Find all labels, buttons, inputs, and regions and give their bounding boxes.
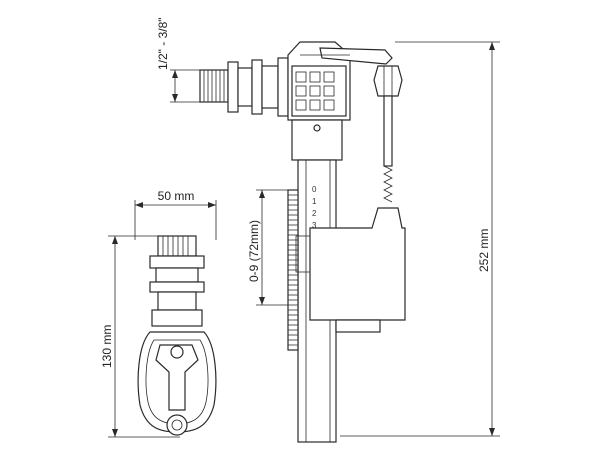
- scale-mark-2: 2: [312, 209, 317, 218]
- fill-valve-side-view: 0 1 2 3: [199, 41, 406, 443]
- scale-mark-0: 0: [312, 185, 317, 194]
- width-label: 50 mm: [158, 189, 195, 203]
- valve-upper-body: [291, 119, 343, 161]
- fill-valve-front-view: [137, 235, 217, 436]
- inlet-connector: [199, 57, 289, 117]
- adjust-range-label: 0-9 (72mm): [247, 220, 261, 282]
- scale-mark-1: 1: [312, 197, 317, 206]
- thread-dimension: 1/2" - 3/8": [156, 17, 205, 103]
- total-height-dimension: 252 mm: [340, 41, 500, 437]
- thread-dimension-label: 1/2" - 3/8": [156, 17, 170, 70]
- height-scale: 0 1 2 3: [312, 185, 317, 230]
- body-height-label: 130 mm: [100, 325, 114, 368]
- height-adjust-rib: [287, 189, 299, 351]
- float-rod: [373, 65, 403, 203]
- valve-head: [287, 41, 393, 121]
- scale-mark-3: 3: [312, 221, 317, 230]
- float-cup: [295, 207, 406, 333]
- total-height-label: 252 mm: [477, 229, 491, 272]
- body-height-dimension: 130 mm: [100, 235, 180, 438]
- width-dimension: 50 mm: [134, 189, 217, 240]
